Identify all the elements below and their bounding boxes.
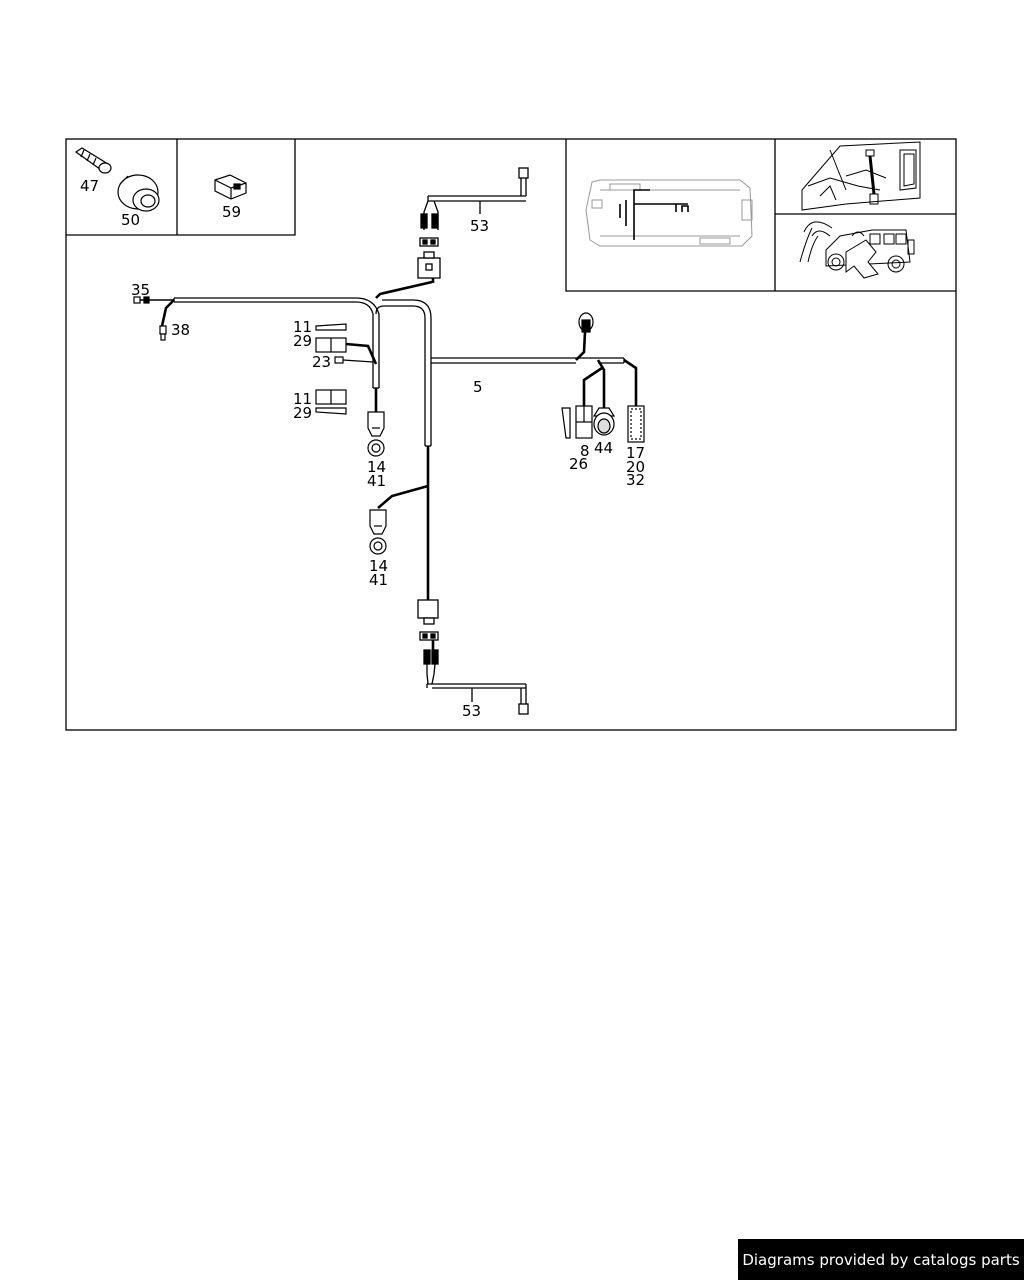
label-53-top: 53 [470,217,489,235]
parts-8-26-connector [561,405,593,439]
label-14-upper: 14 [367,458,386,476]
label-11-upper: 11 [293,318,312,336]
credit-text: Diagrams provided by catalogs parts [742,1250,1020,1269]
label-29-lower: 29 [293,404,312,422]
main-harness-trunk [173,297,625,447]
label-20: 20 [626,458,645,476]
interior-cab-view [801,141,921,211]
vehicle-top-view-harness [619,189,689,240]
label-11-lower: 11 [293,390,312,408]
reference-labels: 47 50 59 53 53 35 38 11 29 23 11 29 14 4… [80,177,645,720]
parts-11-29-23-upper [315,323,374,364]
label-38: 38 [171,321,190,339]
wiring-harness-diagram: 47 50 59 53 53 35 38 11 29 23 11 29 14 4… [65,138,957,731]
part-59-block-connector [214,174,247,200]
label-53-bottom: 53 [462,702,481,720]
parts-11-29-lower [315,389,347,415]
label-41-lower: 41 [369,571,388,589]
vehicle-side-view [799,221,915,279]
label-44: 44 [594,439,613,457]
label-29-upper: 29 [293,332,312,350]
vehicle-top-view [585,179,753,247]
credit-banner: Diagrams provided by catalogs parts [738,1239,1024,1280]
label-8: 8 [580,442,590,460]
diagram-frame [65,138,957,731]
label-35: 35 [131,281,150,299]
label-47: 47 [80,177,99,195]
parts-17-20-32-module [627,405,645,443]
harness-wires [140,278,638,650]
label-41-upper: 41 [367,472,386,490]
part-44-sensor [592,407,616,436]
label-17: 17 [626,444,645,462]
part-50-round-socket [117,174,160,212]
label-14-lower: 14 [369,557,388,575]
bulb-holder-upper [367,411,385,457]
label-32: 32 [626,471,645,489]
label-5: 5 [473,378,483,396]
branch-53-bottom [417,599,529,715]
label-26: 26 [569,455,588,473]
part-47-pin-connector [74,147,112,174]
part-35-38-connectors [133,296,167,341]
label-59: 59 [222,203,241,221]
branch-53-top [417,167,529,279]
bulb-holder-lower [369,509,387,555]
label-23: 23 [312,353,331,371]
label-50: 50 [121,211,140,229]
ground-lug [578,312,594,333]
